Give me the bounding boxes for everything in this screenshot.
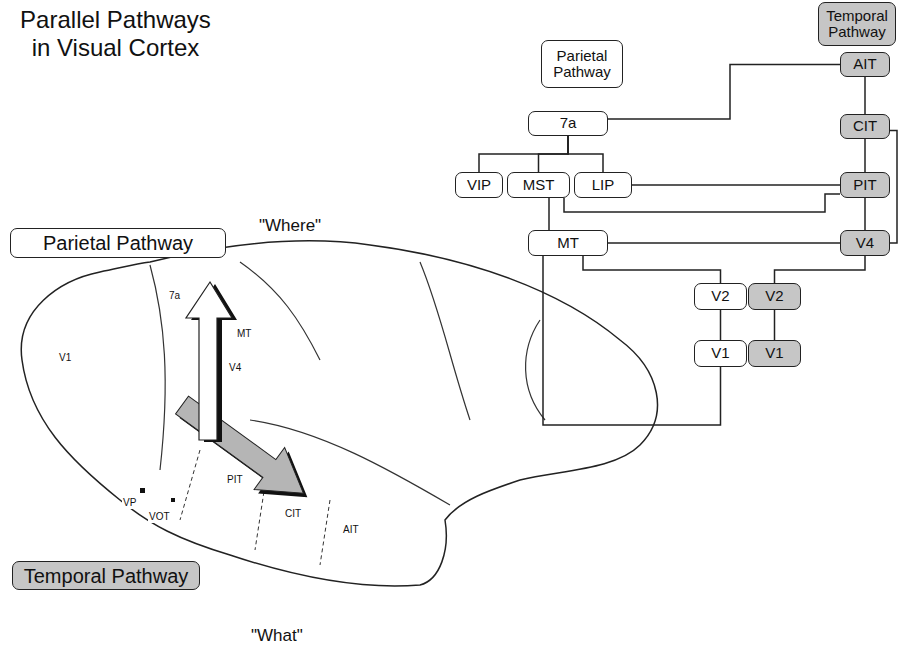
pathway-connector bbox=[864, 198, 866, 230]
pathway-connector bbox=[720, 310, 722, 340]
pathway-connector bbox=[864, 77, 866, 114]
area-box: V2 bbox=[748, 283, 801, 310]
pathway-header: Parietal Pathway bbox=[541, 40, 623, 88]
area-boundary bbox=[320, 500, 330, 565]
area-box: LIP bbox=[574, 172, 632, 198]
pathway-connector bbox=[479, 136, 568, 172]
pathway-caption: "What" bbox=[250, 626, 304, 646]
node-text: V2 bbox=[711, 288, 729, 305]
pathway-connector bbox=[608, 65, 840, 120]
area-box: 7a bbox=[528, 111, 608, 136]
area-label: V4 bbox=[228, 362, 242, 374]
pathway-connector bbox=[608, 242, 840, 244]
lunate-sulcus bbox=[150, 265, 165, 470]
area-boundary bbox=[255, 485, 265, 550]
pathway-caption: "Where" bbox=[258, 216, 322, 236]
pathway-box: Parietal Pathway bbox=[10, 228, 226, 258]
area-box: V1 bbox=[694, 340, 747, 367]
pathway-header: Temporal Pathway bbox=[818, 2, 896, 46]
node-text: AIT bbox=[853, 56, 876, 73]
area-label: VP bbox=[122, 497, 137, 509]
area-label: MT bbox=[236, 328, 252, 340]
pathway-connector bbox=[543, 256, 721, 425]
node-text: MT bbox=[557, 235, 579, 252]
node-text: MST bbox=[523, 177, 555, 194]
central-sulcus bbox=[420, 262, 470, 420]
node-text: V1 bbox=[765, 345, 783, 362]
pathway-box: Temporal Pathway bbox=[12, 561, 200, 590]
pathway-connector bbox=[632, 184, 840, 186]
pathway-connector bbox=[890, 131, 897, 244]
pathway-connector bbox=[583, 256, 721, 283]
node-text: V2 bbox=[765, 288, 783, 305]
area-box: MST bbox=[507, 172, 570, 198]
pathway-connector bbox=[568, 136, 603, 172]
brain-outline bbox=[21, 241, 657, 586]
node-text: Temporal Pathway bbox=[823, 8, 891, 41]
pathway-connector bbox=[774, 310, 776, 340]
pathway-connector bbox=[775, 256, 866, 283]
node-text: CIT bbox=[853, 118, 877, 135]
node-text: V4 bbox=[856, 235, 874, 252]
area-label: VOT bbox=[148, 511, 171, 523]
node-text: PIT bbox=[853, 177, 876, 194]
area-label: CIT bbox=[284, 508, 302, 520]
area-box: AIT bbox=[840, 52, 890, 77]
area-label: PIT bbox=[226, 474, 244, 486]
area-box: V1 bbox=[748, 340, 801, 367]
area-label: AIT bbox=[342, 524, 360, 536]
pathway-connector bbox=[539, 136, 569, 172]
node-text: V1 bbox=[711, 345, 729, 362]
node-text: Parietal Pathway bbox=[546, 48, 618, 81]
area-boundary bbox=[180, 450, 200, 520]
area-box: V4 bbox=[840, 230, 890, 256]
node-text: Parietal Pathway bbox=[43, 232, 193, 254]
area-box: CIT bbox=[840, 114, 890, 139]
area-box: V2 bbox=[694, 283, 747, 310]
arcuate-sulcus bbox=[526, 320, 545, 420]
node-text: VIP bbox=[467, 177, 491, 194]
recording-mark bbox=[140, 488, 145, 493]
intraparietal-sulcus bbox=[240, 262, 320, 360]
node-text: 7a bbox=[560, 115, 577, 132]
area-box: MT bbox=[528, 230, 608, 256]
temporal-arrow bbox=[167, 384, 319, 514]
pathway-connector bbox=[548, 198, 550, 230]
area-label: V1 bbox=[58, 352, 72, 364]
area-box: VIP bbox=[455, 172, 503, 198]
node-text: Temporal Pathway bbox=[24, 565, 189, 587]
area-label: 7a bbox=[168, 290, 181, 302]
node-text: LIP bbox=[592, 177, 615, 194]
figure-title: Parallel Pathways in Visual Cortex bbox=[8, 6, 223, 61]
recording-mark bbox=[171, 498, 175, 502]
area-box: PIT bbox=[840, 172, 890, 198]
pathway-connector bbox=[864, 139, 866, 172]
parietal-arrow bbox=[186, 282, 232, 440]
